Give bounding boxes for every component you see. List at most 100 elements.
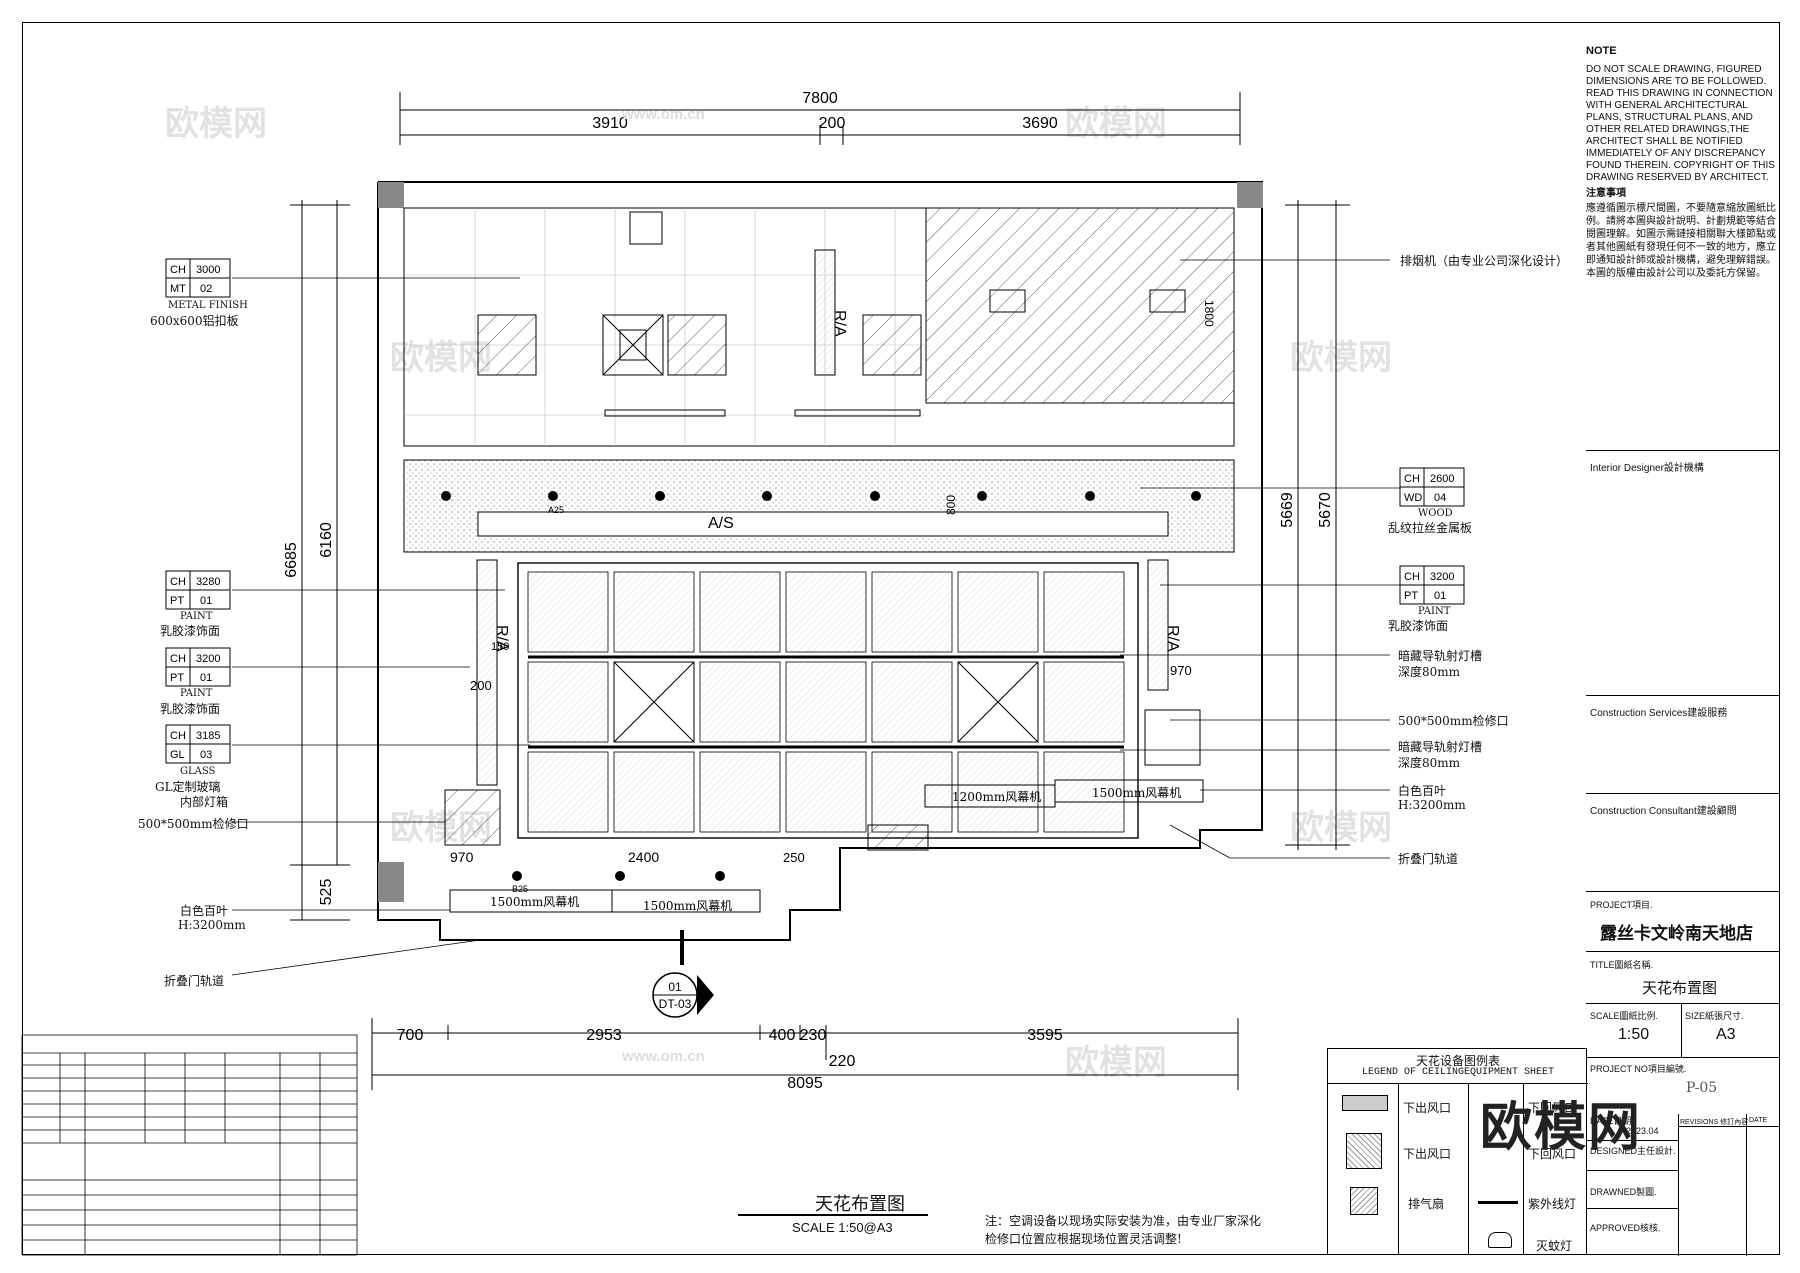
dimension-left [290,200,350,921]
drawing-scale: SCALE 1:50@A3 [792,1220,893,1235]
tag-name-paint-1: PAINT [180,611,213,622]
tb-revisions-date-label: DATE [1749,1117,1768,1124]
light-panel [667,314,727,376]
label-track-2: 暗藏导轨射灯槽 [1398,740,1483,754]
legend-item: 下回风口 [1528,1147,1577,1161]
tag-mt: PT [1404,590,1418,602]
tb-date-label: DATE日期. [1590,1116,1634,1126]
return-air [814,249,836,376]
dim-left-3: 525 [318,879,335,906]
tag-cn-paint-1: 乳胶漆饰面 [160,624,221,638]
tag-mt-value: 01 [200,595,212,607]
label-louver-left: 白色百叶 [180,904,229,918]
note-head: NOTE [1586,45,1617,57]
downlight-row [441,491,1201,501]
dim-b3: 400 [769,1027,796,1044]
legend-item: 紫外线灯 [1528,1197,1577,1211]
tb-designer: Interior Designer設計機構 [1586,450,1780,696]
brand-logo: 欧模网 [1480,1098,1643,1158]
tag-mt-value: 03 [200,749,212,761]
dim-970-right: 970 [1170,663,1192,678]
tb-scale-size: SCALE圖紙比例. 1:50 SIZE紙張尺寸. A3 [1586,1003,1780,1058]
label-lightbox: 内部灯箱 [180,795,229,809]
note-cn: 應遵循圖示標尺間圖，不要隨意縮放圖紙比例。請將本圖與設計說明、計劃規範等結合閱圖… [1586,203,1776,280]
air-curtain [611,889,761,913]
dim-total-bottom: 8095 [787,1075,823,1092]
fan1-label: 1500mm风幕机 [490,895,579,909]
legend-item: 下出风口 [1403,1101,1452,1115]
dim-left-top: 3910 [592,115,628,132]
dim-250: 250 [783,850,805,865]
tb-construction: Construction Services建設服務 [1586,695,1780,794]
dim-200: 200 [470,678,492,693]
ceiling-panels [527,571,1125,833]
legend-item: 下回风口 [1528,1101,1577,1115]
tb-title-label: TITLE圖紙名稱. [1590,960,1654,970]
light-panel [862,314,922,376]
b25-label: B25 [512,884,528,894]
tag-texts: CH 3000 MT 02 CH 3280 PT 01 CH 3200 PT 0… [170,264,1454,761]
tb-date-value: 2023.04 [1626,1126,1659,1136]
dim-1800: 1800 [1202,300,1216,327]
dim-left-2: 6160 [318,522,335,558]
as-label: A/S [708,515,734,532]
fan4-label: 1500mm风幕机 [1092,786,1181,800]
tag-mt-value: 01 [200,672,212,684]
fan3-label: 1200mm风幕机 [952,790,1041,804]
tb-projno: PROJECT NO項目編號. P-05 DATE日期. 2023.04 DES… [1586,1057,1780,1256]
tb-consultant-label: Construction Consultant建設顧問 [1590,806,1737,817]
ra-label: R/A [831,310,848,337]
diffuser [602,314,664,376]
uv-lamp-icon [1478,1201,1518,1204]
tb-consultant: Construction Consultant建設顧問 [1586,793,1780,892]
dim-b1: 700 [397,1027,424,1044]
tb-scale-label: SCALE圖紙比例. [1590,1011,1659,1021]
tb-title: TITLE圖紙名稱. 天花布置图 [1586,951,1780,1004]
a25-label: A25 [548,505,564,515]
legend-title: 天花设备图例表 [1415,1054,1500,1068]
dim-b4: 230 [800,1027,827,1044]
note-bottom-2: 检修口位置应根据现场位置灵活调整! [985,1232,1182,1246]
dim-b2: 2953 [586,1027,622,1044]
label-track-1-depth: 深度80mm [1398,665,1461,679]
tb-construction-label: Construction Services建設服務 [1590,708,1728,719]
drawing-title-underline [738,1214,928,1216]
tb-size-value: A3 [1716,1026,1736,1043]
tag-ch-value: 3185 [196,730,220,742]
tag-cn-glass: GL定制玻璃 [155,780,221,794]
dim-mid-top: 200 [819,115,846,132]
notes-panel: NOTE DO NOT SCALE DRAWING, FIGURED DIMEN… [1586,45,1780,405]
lightbox [444,789,501,846]
tag-name-wood: WOOD [1418,508,1453,519]
tag-ch-value: 3200 [196,653,220,665]
dining-ceiling [517,562,1139,839]
walls [377,181,1263,941]
label-track-left: 折叠门轨道 [164,974,225,988]
label-track-2-depth: 深度80mm [1398,756,1461,770]
tag-mt: PT [170,672,184,684]
tb-project-label: PROJECT項目. [1590,900,1653,910]
label-exhaust: 排烟机（由专业公司深化设计） [1400,254,1569,268]
dim-left-1: 6685 [283,542,300,578]
label-louver-h-left: H:3200mm [178,918,246,932]
label-louver-right: 白色百叶 [1398,784,1447,798]
tb-title-name: 天花布置图 [1642,979,1718,997]
tag-mt: WD [1404,492,1422,504]
tb-projno-label: PROJECT NO項目編號. [1590,1064,1687,1074]
air-curtain [1054,779,1204,803]
watermark-url: www.om.cn [622,106,705,123]
label-track-1: 暗藏导轨射灯槽 [1398,649,1483,663]
dim-b5: 220 [829,1053,856,1070]
tag-mt: MT [170,283,186,295]
supply-air-slot [477,511,1169,537]
ra-label-right: R/A [1164,625,1181,652]
tb-revisions-label: REVISIONS 修訂內容 [1680,1119,1749,1126]
tag-cn-paint-2: 乳胶漆饰面 [160,702,221,716]
fan-icon [1350,1187,1378,1215]
ra-label-left: R/A [493,625,510,652]
legend-item: 下出风口 [1403,1147,1452,1161]
equipment-legend: 天花设备图例表 LEGEND OF CEILINGEQUIPMENT SHEET… [1327,1048,1588,1255]
dim-150: 150 [491,641,509,653]
fan2-label: 1500mm风幕机 [643,899,732,913]
